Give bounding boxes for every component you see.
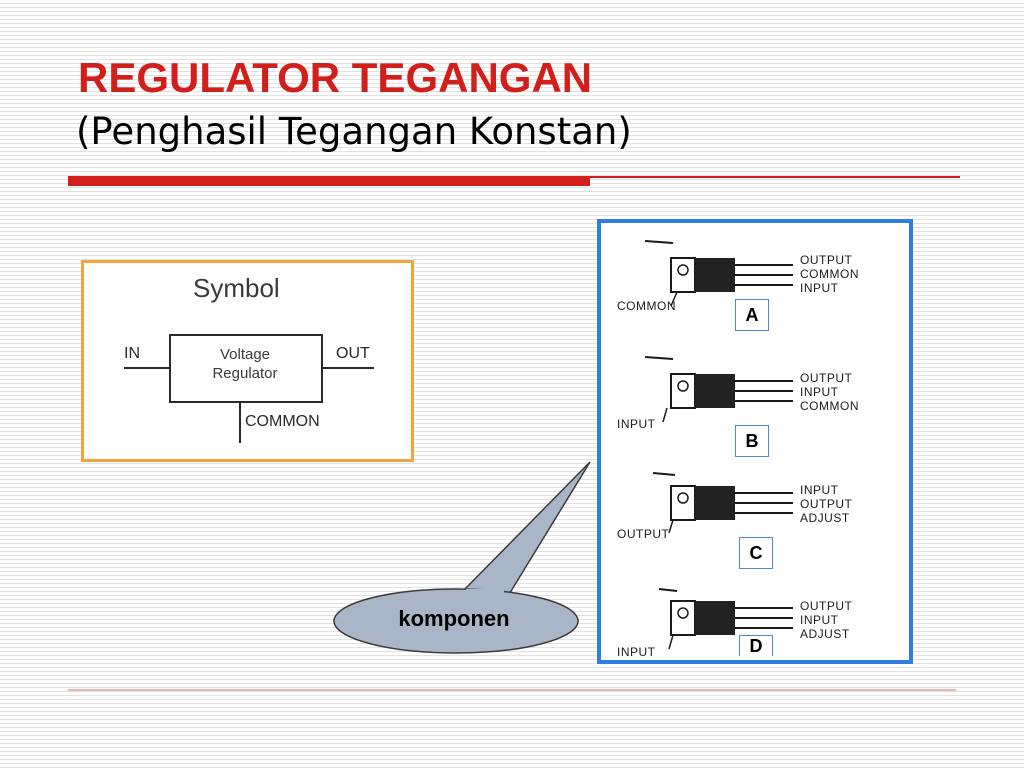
regulator-label: Voltage Regulator [170, 345, 320, 383]
tab-label: INPUT [617, 417, 656, 431]
pin-label: COMMON [800, 267, 859, 281]
tab-label: OUTPUT [617, 527, 670, 541]
to220-package-icon [658, 588, 793, 650]
pin-label: INPUT [800, 281, 839, 295]
slide-subtitle: (Penghasil Tegangan Konstan) [76, 110, 632, 153]
pin-list: OUTPUT INPUT ADJUST [800, 599, 852, 641]
pin-list: OUTPUT INPUT COMMON [800, 371, 859, 413]
pin-label: INPUT [800, 613, 839, 627]
package-d: OUTPUT INPUT ADJUST INPUT [601, 571, 909, 671]
pin-list: INPUT OUTPUT ADJUST [800, 483, 852, 525]
package-letter-d: D [739, 635, 773, 656]
pinout-panel: OUTPUT COMMON INPUT COMMON A OUTPUT INPU… [597, 219, 913, 664]
pin-label: INPUT [800, 385, 839, 399]
package-letter-b: B [735, 425, 769, 457]
package-a: OUTPUT COMMON INPUT COMMON [601, 233, 909, 333]
package-letter-c: C [739, 537, 773, 569]
package-letter-a: A [735, 299, 769, 331]
pin-label: ADJUST [800, 627, 850, 641]
title-underline-thin [590, 176, 960, 178]
regulator-block [169, 334, 323, 403]
out-label: OUT [336, 345, 370, 362]
in-label: IN [124, 345, 140, 362]
package-c: INPUT OUTPUT ADJUST OUTPUT [601, 461, 909, 561]
regulator-label-line2: Regulator [212, 365, 278, 382]
symbol-box: Symbol IN OUT Voltage Regulator COMMON [81, 260, 414, 462]
pin-label: ADJUST [800, 511, 850, 525]
to220-package-icon [644, 240, 793, 307]
package-b: OUTPUT INPUT COMMON INPUT [601, 349, 909, 449]
to220-package-icon [652, 472, 793, 534]
callout-text: komponen [398, 606, 510, 631]
common-label: COMMON [245, 413, 320, 430]
symbol-heading: Symbol [193, 273, 280, 303]
pin-label: OUTPUT [800, 371, 853, 385]
pin-label: OUTPUT [800, 497, 853, 511]
pin-list: OUTPUT COMMON INPUT [800, 253, 859, 295]
regulator-symbol-diagram [124, 334, 374, 443]
title-underline [68, 176, 590, 186]
pin-label: OUTPUT [800, 253, 853, 267]
pin-label: OUTPUT [800, 599, 853, 613]
slide-title: REGULATOR TEGANGAN [78, 54, 593, 101]
pin-label: INPUT [800, 483, 839, 497]
tab-label: COMMON [617, 299, 676, 313]
pin-label: COMMON [800, 399, 859, 413]
tab-label: INPUT [617, 645, 656, 659]
footer-rule [68, 689, 956, 691]
regulator-label-line1: Voltage [219, 346, 271, 363]
to220-package-icon [644, 356, 793, 423]
